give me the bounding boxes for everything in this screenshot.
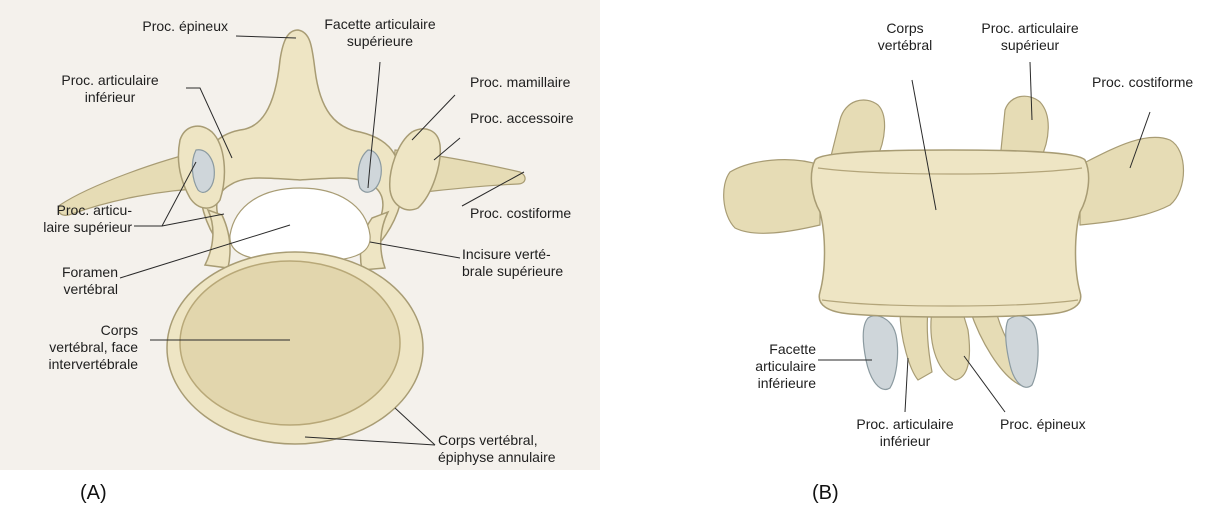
right-superior-articular-process: [390, 129, 441, 210]
label-proc-articulaire-inferieur-b: Proc. articulaire inférieur: [840, 416, 970, 450]
panel-b-anterior-view: Corps vertébral Proc. articulaire supéri…: [700, 0, 1221, 470]
spinous-process-b: [931, 310, 970, 380]
right-costiform-process-b: [1080, 137, 1184, 225]
label-proc-accessoire: Proc. accessoire: [470, 110, 600, 127]
label-corps-vertebral-b: Corps vertébral: [850, 20, 960, 54]
label-proc-epineux-a: Proc. épineux: [100, 18, 228, 35]
label-proc-mamillaire: Proc. mamillaire: [470, 74, 600, 91]
label-proc-costiforme-b: Proc. costiforme: [1092, 74, 1220, 91]
label-proc-costiforme-a: Proc. costiforme: [470, 205, 600, 222]
panel-a-superior-view: Proc. épineux Facette articulaire supéri…: [0, 0, 600, 470]
panel-a-tag: (A): [80, 482, 107, 505]
label-facette-articulaire-inferieure: Facette articulaire inférieure: [710, 341, 816, 392]
panel-b-tag: (B): [812, 482, 839, 505]
label-corps-vertebral-face-intervertebrale: Corps vertébral, face intervertébrale: [10, 322, 138, 373]
label-incisure-vertebrale-superieure: Incisure verté- brale supérieure: [462, 246, 600, 280]
vertebral-foramen: [230, 188, 370, 262]
vertebra-anterior-illustration: [700, 0, 1221, 470]
label-proc-epineux-b: Proc. épineux: [1000, 416, 1120, 433]
label-proc-articulaire-superieur-a: Proc. articu- laire supérieur: [10, 202, 132, 236]
label-foramen-vertebral: Foramen vertébral: [10, 264, 118, 298]
left-inferior-articular-process-b: [900, 310, 932, 380]
label-corps-vertebral-epiphyse-annulaire: Corps vertébral, épiphyse annulaire: [438, 432, 598, 466]
intervertebral-face: [180, 261, 400, 425]
label-proc-articulaire-inferieur-a: Proc. articulaire inférieur: [40, 72, 180, 106]
label-facette-articulaire-superieure: Facette articulaire supérieure: [305, 16, 455, 50]
vertebral-body-b: [811, 150, 1088, 317]
label-proc-articulaire-superieur-b: Proc. articulaire supérieur: [960, 20, 1100, 54]
left-inferior-articular-facet: [863, 316, 897, 390]
left-costiform-process-b: [724, 160, 820, 234]
